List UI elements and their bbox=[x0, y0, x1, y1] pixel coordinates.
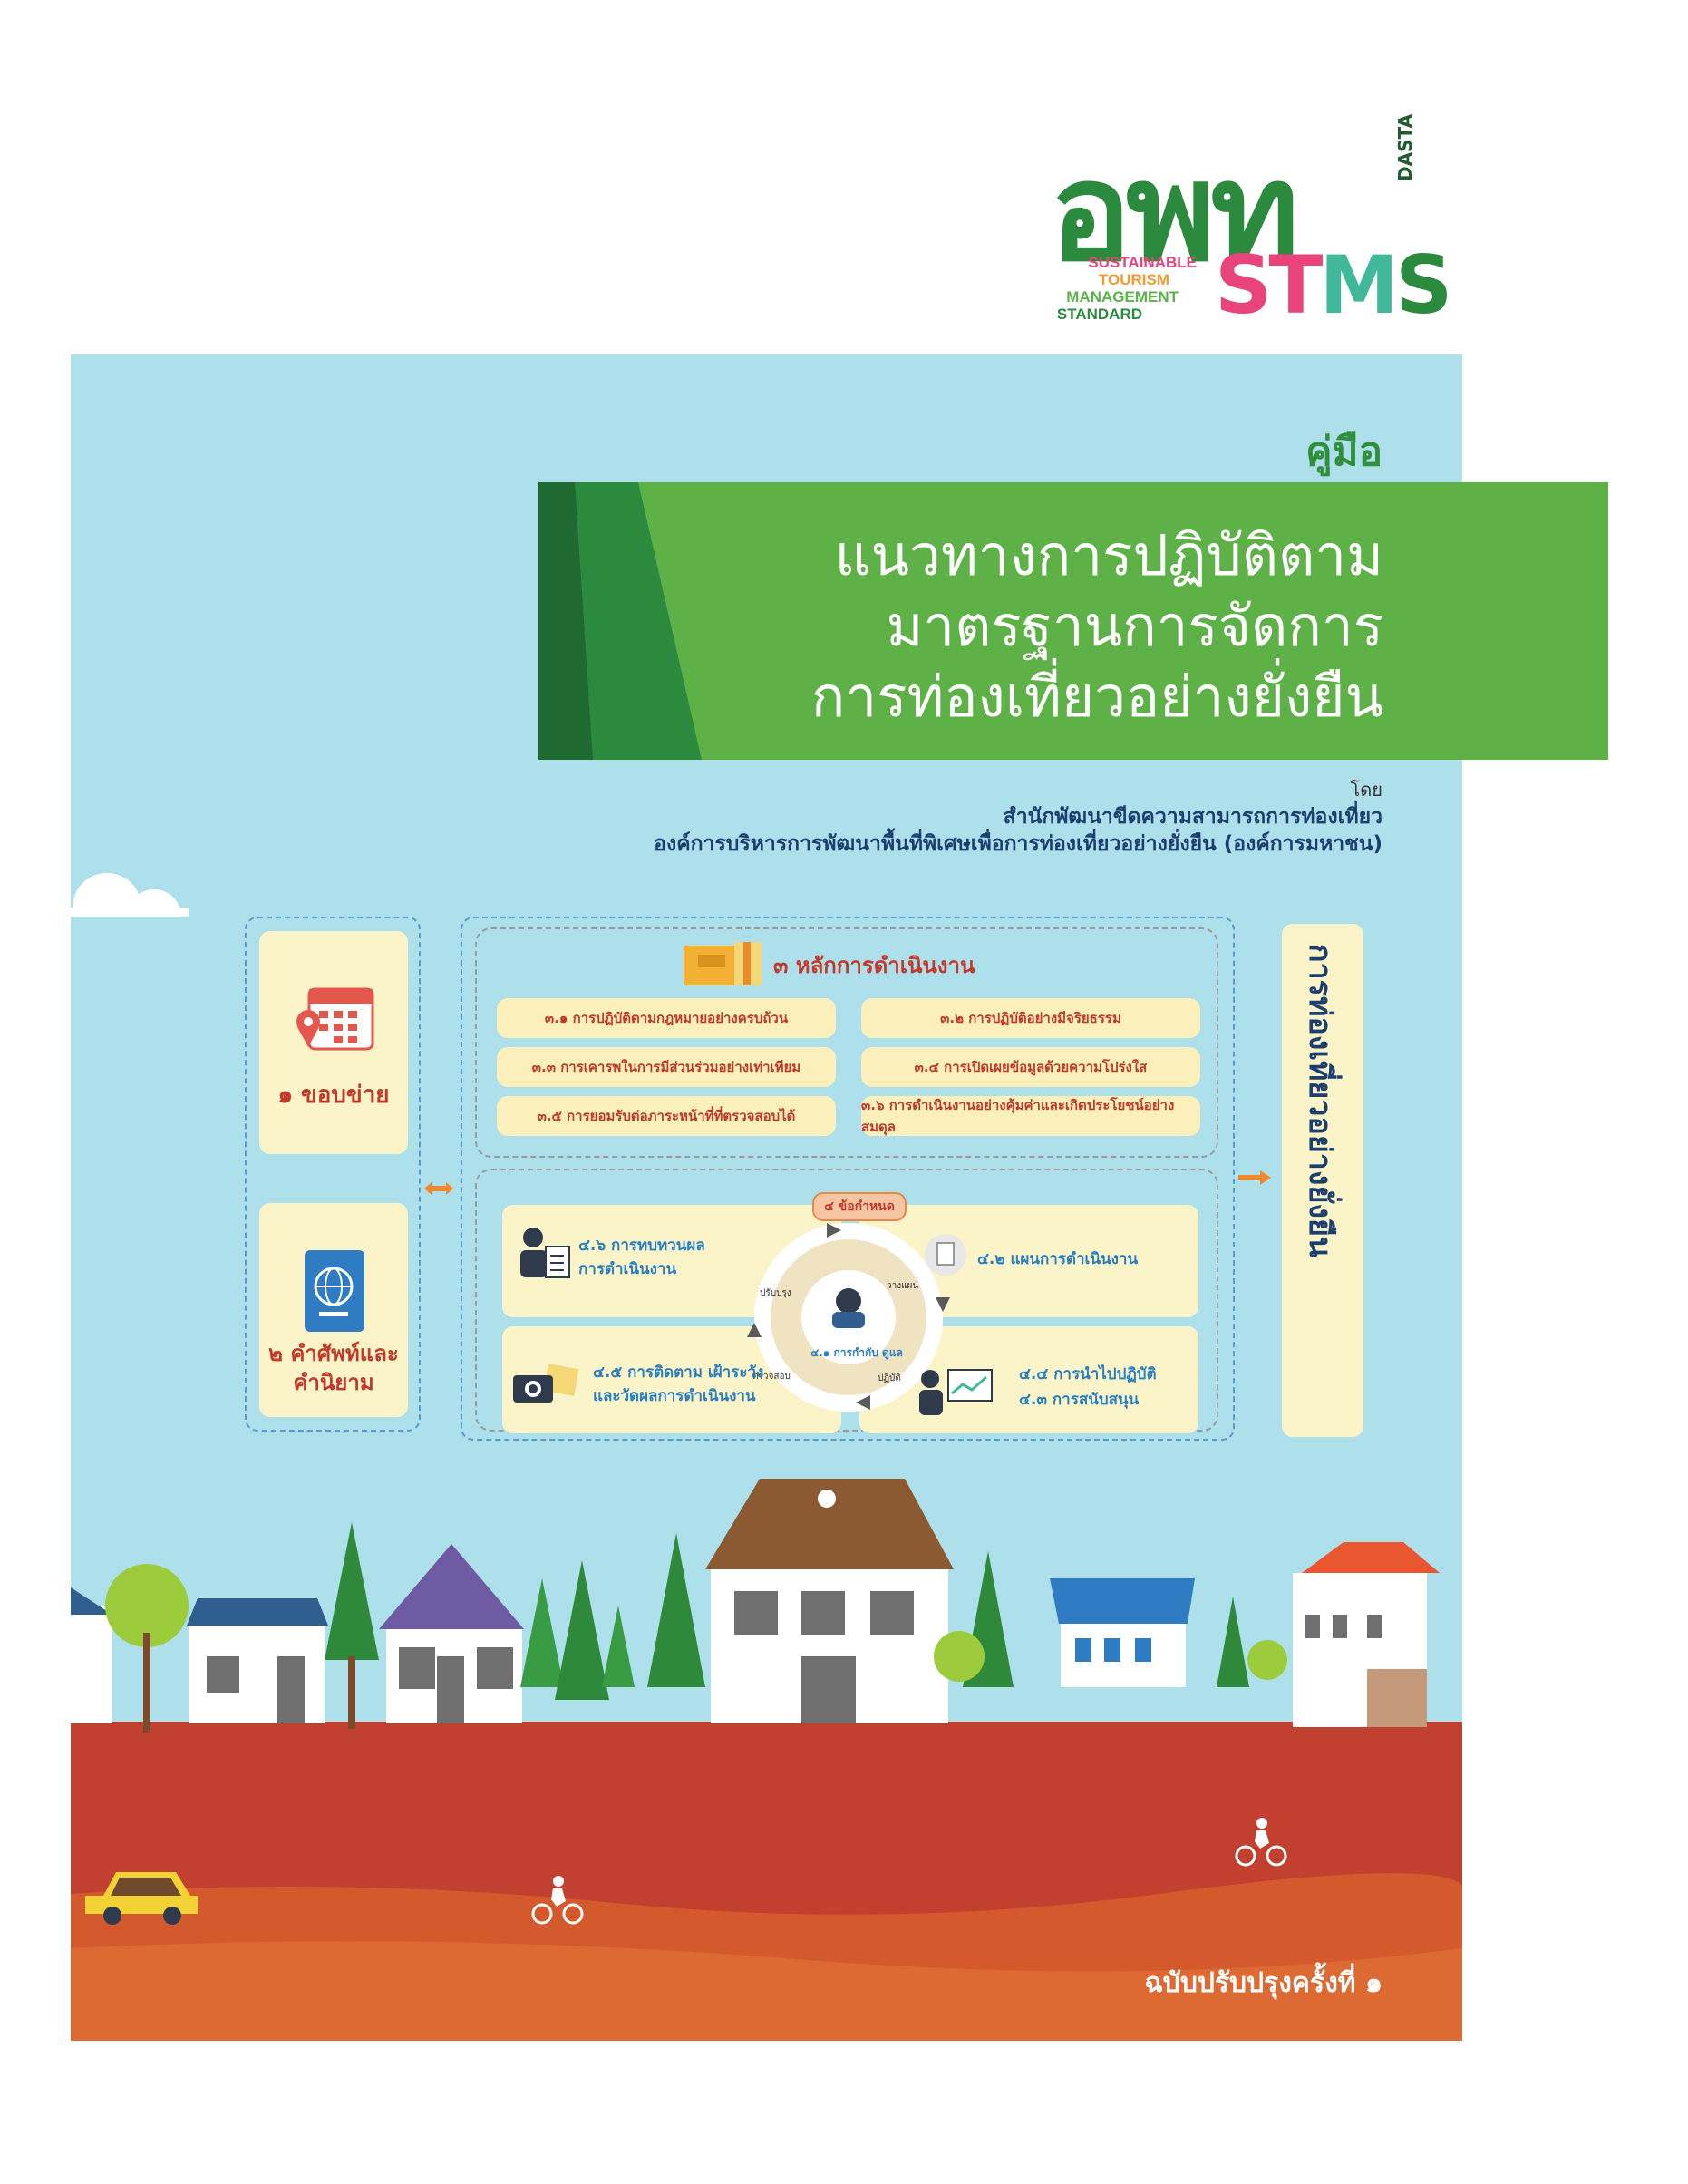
camera-icon bbox=[513, 1364, 579, 1403]
principles-requirements-group bbox=[461, 917, 1235, 1441]
cyclist-icon bbox=[1235, 1818, 1287, 1867]
scope-label: ๑ ขอบข่าย bbox=[277, 1082, 390, 1109]
principle-3-1: ๓.๑ การปฏิบัติตามกฎหมายอย่างครบถ้วน bbox=[497, 998, 836, 1038]
by-label: โดย bbox=[1350, 779, 1382, 801]
cloud-icon bbox=[71, 873, 189, 917]
terms-card: ๒ คำศัพท์และคำนิยาม bbox=[259, 1203, 408, 1417]
logo-dasta-text: DASTA bbox=[1394, 113, 1416, 181]
title-band: แนวทางการปฏิบัติตาม มาตรฐานการจัดการ การ… bbox=[538, 482, 1608, 760]
principle-3-4: ๓.๔ การเปิดเผยข้อมูลด้วยความโปร่งใส bbox=[861, 1047, 1200, 1087]
pdca-cycle-icon bbox=[747, 1223, 950, 1412]
outcome-label: การท่องเที่ยวอย่างยั่งยืน bbox=[1302, 944, 1338, 1258]
houses-and-trees bbox=[71, 1479, 1440, 1733]
req-implement-label: ๔.๔ การนำไปปฏิบัติ bbox=[1019, 1365, 1157, 1383]
scope-terms-group bbox=[245, 917, 421, 1432]
logo-line-1: SUSTAINABLE bbox=[1088, 254, 1197, 271]
dasta-stms-logo: อพท DASTA SUSTAINABLE TOURISM MANAGEMENT… bbox=[1043, 114, 1452, 335]
principle-3-6: ๓.๖ การดำเนินงานอย่างคุ้มค่าและเกิดประโย… bbox=[861, 1096, 1200, 1136]
manual-label: คู่มือ bbox=[1305, 429, 1382, 475]
req-support-label: ๔.๓ การสนับสนุน bbox=[1019, 1391, 1140, 1409]
requirements-title: ๔ ข้อกำหนด bbox=[812, 1192, 907, 1221]
cyclist-icon bbox=[531, 1876, 584, 1925]
edition-label: ฉบับปรับปรุงครั้งที่ ๑ bbox=[1144, 1967, 1382, 1999]
principles-section bbox=[475, 927, 1218, 1158]
reviewer-icon bbox=[520, 1228, 570, 1278]
folder-icon bbox=[684, 942, 762, 985]
req-plan-label: ๔.๒ แผนการดำเนินงาน bbox=[977, 1250, 1139, 1268]
principle-3-2: ๓.๒ การปฏิบัติอย่างมีจริยธรรม bbox=[861, 998, 1200, 1038]
title-line-2: มาตรฐานการจัดการ bbox=[886, 593, 1383, 659]
passport-icon bbox=[305, 1250, 364, 1332]
logo-line-3: MANAGEMENT bbox=[1066, 288, 1179, 306]
cycle-label-improve: ปรับปรุง bbox=[760, 1288, 791, 1298]
logo-stms: STMS bbox=[1215, 245, 1452, 326]
presentation-icon bbox=[919, 1369, 993, 1415]
scope-card: ๑ ขอบข่าย bbox=[259, 931, 408, 1154]
req-monitor-label: ๔.๕ การติดตาม เฝ้าระวัง และวัดผลการดำเนิ… bbox=[593, 1364, 764, 1405]
principle-3-5: ๓.๕ การยอมรับต่อภาระหน้าที่ที่ตรวจสอบได้ bbox=[497, 1096, 836, 1136]
principle-3-3: ๓.๓ การเคารพในการมีส่วนร่วมอย่างเท่าเทีย… bbox=[497, 1047, 836, 1087]
terms-label: ๒ คำศัพท์และคำนิยาม bbox=[268, 1341, 399, 1395]
publisher-block: โดย สำนักพัฒนาขีดความสามารถการท่องเที่ยว… bbox=[654, 776, 1382, 858]
double-arrow-icon bbox=[424, 1182, 453, 1195]
logo-stms-letter: M bbox=[1319, 238, 1399, 332]
logo-tagline: SUSTAINABLE TOURISM MANAGEMENT STANDARD bbox=[1052, 254, 1197, 323]
title-line-3: การท่องเที่ยวอย่างยั่งยืน bbox=[810, 664, 1383, 730]
document-icon bbox=[925, 1234, 966, 1276]
publisher-office: สำนักพัฒนาขีดความสามารถการท่องเที่ยว bbox=[1003, 805, 1382, 829]
arrow-right-icon bbox=[1238, 1170, 1271, 1185]
calendar-icon bbox=[296, 987, 374, 1051]
logo-line-2: TOURISM bbox=[1098, 271, 1169, 288]
band-stripe bbox=[538, 482, 702, 760]
logo-wordmark: อพท bbox=[1050, 134, 1300, 292]
principles-title: ๓ หลักการดำเนินงาน bbox=[773, 953, 975, 978]
req-review-label: ๔.๖ การทบทวนผล การดำเนินงาน bbox=[578, 1237, 705, 1278]
logo-stms-letter: T bbox=[1268, 238, 1323, 332]
publisher-organization: องค์การบริหารการพัฒนาพื้นที่พิเศษเพื่อกา… bbox=[654, 832, 1382, 856]
car-icon bbox=[85, 1872, 198, 1925]
logo-stms-letter: S bbox=[1395, 238, 1452, 332]
logo-stms-letter: S bbox=[1215, 238, 1272, 332]
town-scene-illustration bbox=[71, 1722, 1462, 2041]
title-line-1: แนวทางการปฏิบัติตาม bbox=[834, 522, 1383, 588]
cycle-label-do: ปฏิบัติ bbox=[878, 1373, 901, 1383]
cycle-label-check: ตรวจสอบ bbox=[752, 1372, 791, 1382]
req-center-label: ๔.๑ การกำกับ ดูแล bbox=[810, 1346, 903, 1359]
outcome-card: การท่องเที่ยวอย่างยั่งยืน bbox=[1282, 924, 1363, 1437]
logo-line-4: STANDARD bbox=[1056, 306, 1142, 323]
requirements-section bbox=[475, 1169, 1218, 1432]
cycle-label-plan: วางแผน bbox=[887, 1281, 919, 1291]
